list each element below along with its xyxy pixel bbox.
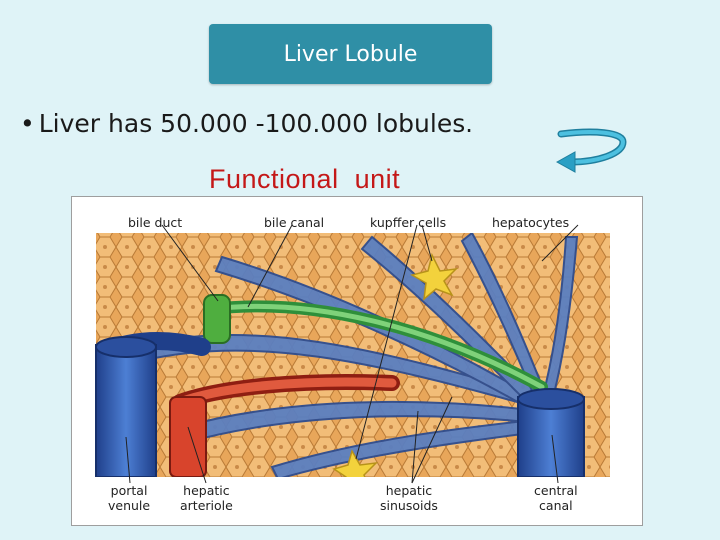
liver-lobule-diagram: bile duct bile canal kupffer cells hepat… <box>71 196 643 526</box>
label-portal-venule: portal venule <box>108 483 150 513</box>
label-sinusoids-line-2: sinusoids <box>380 498 438 513</box>
bullet-point: •Liver has 50.000 -100.000 lobules. <box>20 109 560 138</box>
label-kupffer-cells: kupffer cells <box>370 215 447 230</box>
label-central-line-1: central <box>534 483 578 498</box>
subtitle-functional-unit: Functional unit <box>209 164 401 194</box>
bullet-dot: • <box>20 109 35 138</box>
return-arrow-icon[interactable] <box>553 128 629 178</box>
label-hepatic-sinusoids: hepatic sinusoids <box>380 483 438 513</box>
label-bile-duct: bile duct <box>128 215 183 230</box>
label-bile-canal: bile canal <box>264 215 325 230</box>
label-arteriole-line-1: hepatic <box>183 483 230 498</box>
label-central-line-2: canal <box>539 498 573 513</box>
bullet-text: Liver has 50.000 -100.000 lobules <box>38 109 466 138</box>
label-hepatocytes: hepatocytes <box>492 215 570 230</box>
label-portal-line-1: portal <box>110 483 148 498</box>
label-portal-line-2: venule <box>108 498 151 513</box>
label-arteriole-line-2: arteriole <box>180 498 233 513</box>
lobule-illustration <box>72 197 642 525</box>
slide-title: Liver Lobule <box>283 41 418 67</box>
label-hepatic-arteriole: hepatic arteriole <box>180 483 233 513</box>
label-central-canal: central canal <box>534 483 578 513</box>
bullet-period: . <box>465 110 473 138</box>
label-sinusoids-line-1: hepatic <box>385 483 433 498</box>
slide-title-box: Liver Lobule <box>209 24 492 84</box>
